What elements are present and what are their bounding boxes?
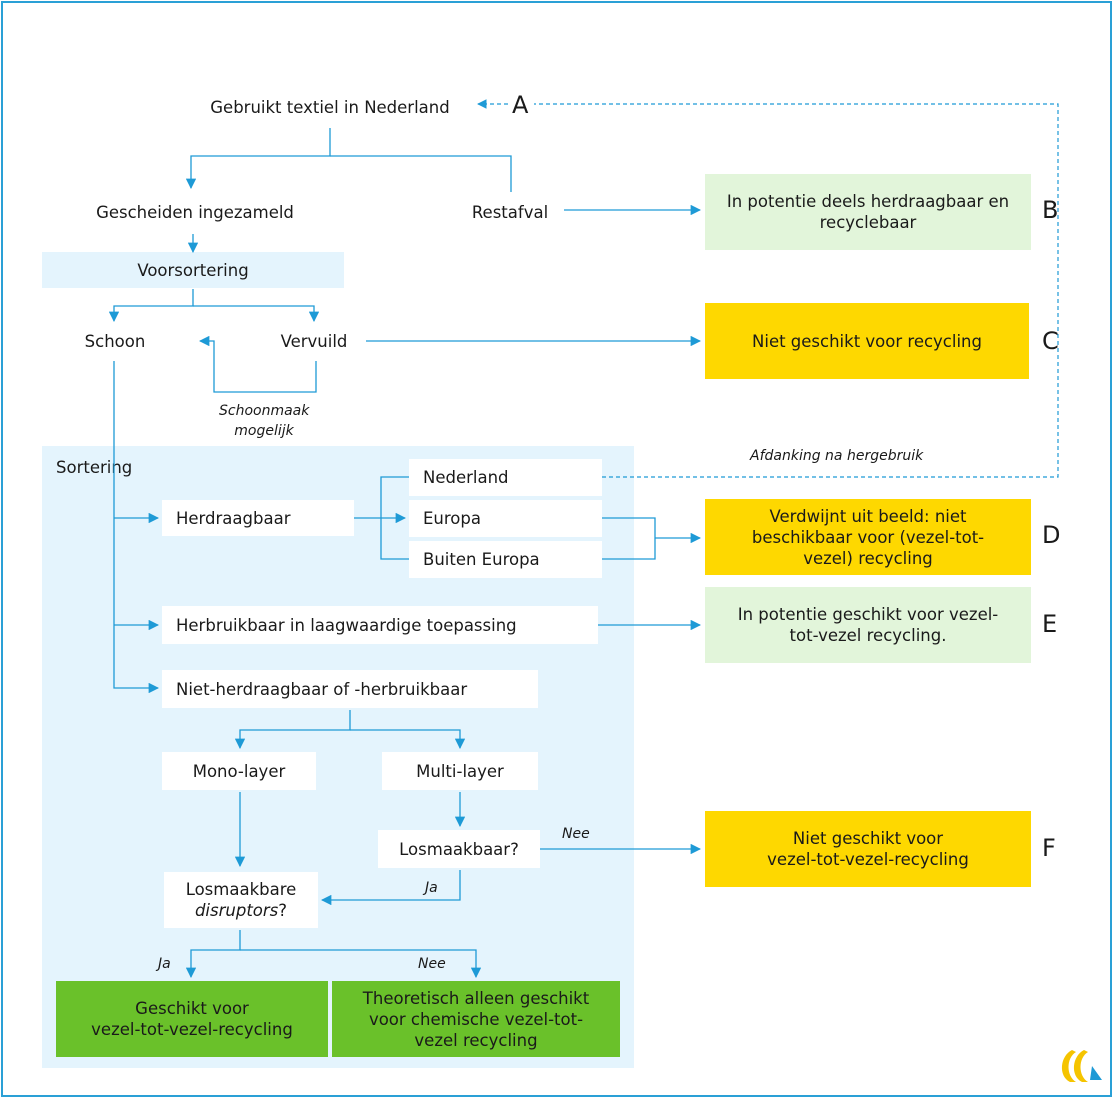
arrow-to-schoon [108, 289, 194, 323]
label-nee-disruptors: Nee [418, 956, 446, 972]
outcome-c: Niet geschikt voor recycling [705, 303, 1029, 379]
line-to-nederland [380, 476, 409, 518]
node-sortering: Sortering [56, 457, 133, 477]
arrow-schoonmaak [198, 335, 317, 393]
node-herbruikbaar: Herbruikbaar in laagwaardige toepassing [162, 606, 598, 644]
arrow-to-gescheiden [185, 128, 331, 190]
label-ja-disruptors: Ja [158, 956, 171, 972]
letter-c: C [1042, 327, 1059, 355]
letter-a: A [512, 91, 529, 119]
node-multi-layer: Multi-layer [382, 752, 538, 790]
node-gebruikt-textiel: Gebruikt textiel in Nederland [210, 97, 450, 117]
arrow-ja-to-disruptors [320, 870, 461, 906]
line-to-buiten-europa [380, 518, 409, 560]
letter-f: F [1042, 834, 1056, 862]
label-nee-losmaakbaar: Nee [562, 826, 590, 842]
arrow-to-theoretisch [240, 949, 482, 979]
line-europa-merge [602, 517, 656, 560]
line-to-restafval [330, 155, 512, 192]
letter-e: E [1042, 610, 1058, 638]
node-restafval: Restafval [471, 202, 549, 222]
node-herdraagbaar: Herdraagbaar [162, 500, 354, 536]
arrow-to-vervuild [193, 305, 320, 323]
node-europa: Europa [409, 500, 602, 537]
dashed-afdanking-line [534, 103, 1059, 478]
node-mono-layer: Mono-layer [162, 752, 316, 790]
node-losmaakbaar: Losmaakbaar? [378, 830, 540, 868]
logo-icon [1061, 1050, 1102, 1082]
node-nederland: Nederland [409, 459, 602, 496]
label-ja-losmaakbaar: Ja [425, 880, 438, 896]
outcome-e: In potentie geschikt voor vezel-tot-veze… [705, 587, 1031, 663]
arrow-to-niet-herdraagbaar [113, 361, 160, 694]
arrow-to-mono [234, 710, 351, 750]
letter-b: B [1042, 196, 1059, 224]
node-niet-herdraagbaar: Niet-herdraagbaar of -herbruikbaar [162, 670, 538, 708]
letter-d: D [1042, 521, 1061, 549]
arrow-to-multi [350, 729, 466, 750]
node-schoon: Schoon [84, 331, 146, 351]
label-afdanking: Afdanking na hergebruik [750, 448, 924, 464]
node-buiten-europa: Buiten Europa [409, 541, 602, 578]
node-gescheiden-ingezameld: Gescheiden ingezameld [96, 202, 294, 222]
arrow-to-geschikt [185, 930, 241, 979]
node-voorsortering: Voorsortering [42, 252, 344, 288]
node-vervuild: Vervuild [280, 331, 348, 351]
